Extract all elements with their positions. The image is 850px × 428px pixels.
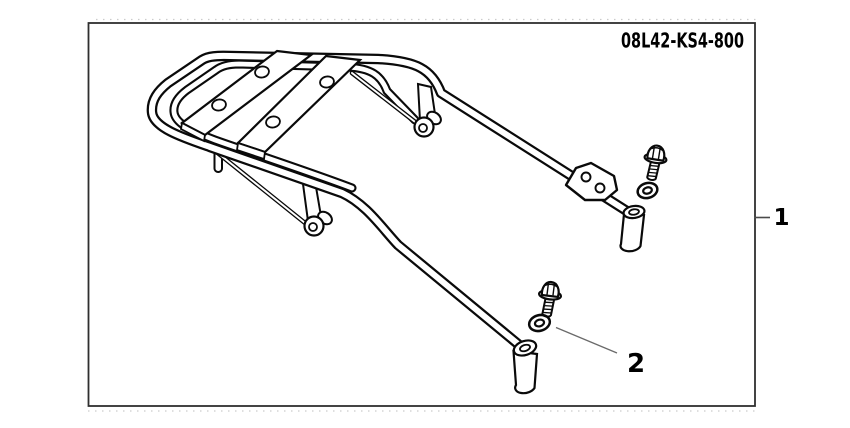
- front-leg-cylinder: [512, 339, 539, 395]
- washer-upper: [636, 181, 659, 200]
- luggage-rack-drawing: [146, 49, 646, 395]
- tube-mount-right: [413, 110, 442, 138]
- slat-hole: [319, 75, 335, 89]
- part-number: 08L42-KS4-800: [621, 29, 744, 53]
- washer-lower: [527, 313, 552, 333]
- slat-left: [179, 49, 314, 143]
- flange-bolt-lower: [537, 280, 563, 318]
- tube-mount-left: [303, 210, 333, 237]
- slat-hole: [211, 98, 227, 112]
- slat-hole: [265, 115, 281, 129]
- flange-bolt-upper: [643, 144, 668, 181]
- diagram-border: [87, 22, 756, 407]
- bracket-hole: [580, 171, 592, 183]
- slat-right: [235, 54, 363, 161]
- callout-1-label: 1: [774, 205, 790, 231]
- bracket-hole: [594, 182, 606, 194]
- callout-2-label: 2: [627, 349, 645, 379]
- rear-mount-bracket: [564, 161, 619, 202]
- rear-leg-cylinder: [619, 204, 646, 253]
- callout-2-leader: [555, 326, 618, 354]
- slat-hole: [254, 65, 270, 79]
